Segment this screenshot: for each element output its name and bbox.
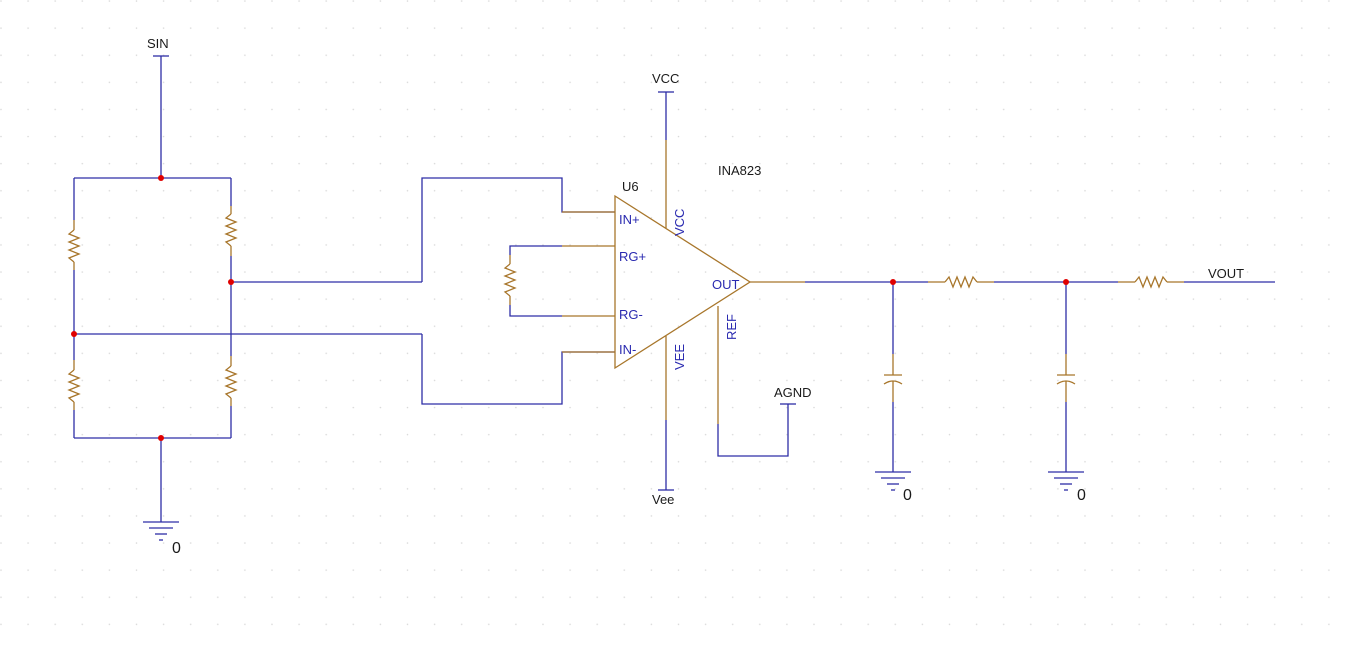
pin-rg-minus-label: RG- <box>619 307 643 322</box>
resistor-gain[interactable] <box>503 255 517 305</box>
resistor-bridge-top-right[interactable] <box>224 206 238 256</box>
resistor-filter-2[interactable] <box>1118 275 1184 289</box>
output-wires <box>805 281 1275 472</box>
resistor-bridge-bottom-right[interactable] <box>224 356 238 406</box>
resistor-filter-1[interactable] <box>928 275 994 289</box>
amplifier-refdes: U6 <box>622 179 639 194</box>
ground-filter-2[interactable]: 0 <box>1048 471 1086 504</box>
ground-filter-1-label: 0 <box>903 487 912 504</box>
junction-filter-1 <box>890 279 896 285</box>
junctions <box>71 175 1069 441</box>
junction-bridge-bottom <box>158 435 164 441</box>
pin-out-label: OUT <box>712 277 740 292</box>
vcc-label: VCC <box>652 71 679 86</box>
amplifier-part: INA823 <box>718 163 761 178</box>
pin-vee-label: VEE <box>672 344 687 370</box>
resistor-bridge-top-left[interactable] <box>67 220 81 270</box>
junction-sin <box>158 175 164 181</box>
pin-in-plus-label: IN+ <box>619 212 640 227</box>
pin-rg-plus-label: RG+ <box>619 249 646 264</box>
vout-label: VOUT <box>1208 266 1244 281</box>
agnd-port[interactable]: AGND <box>717 385 812 457</box>
amplifier-u6[interactable]: U6 INA823 IN+ RG+ RG- IN- OUT VCC VEE RE… <box>562 140 805 424</box>
junction-bridge-left <box>71 331 77 337</box>
ground-filter-1[interactable]: 0 <box>875 471 912 504</box>
pin-ref-label: REF <box>724 314 739 340</box>
capacitor-filter-2[interactable] <box>1056 354 1076 402</box>
ground-filter-2-label: 0 <box>1077 487 1086 504</box>
junction-filter-2 <box>1063 279 1069 285</box>
junction-bridge-right <box>228 279 234 285</box>
resistor-bridge-bottom-left[interactable] <box>67 360 81 410</box>
vee-port[interactable]: Vee <box>652 420 674 507</box>
pin-in-minus-label: IN- <box>619 342 636 357</box>
vee-label: Vee <box>652 492 674 507</box>
pin-vcc-label: VCC <box>672 209 687 236</box>
ground-bridge-label: 0 <box>172 540 181 557</box>
vcc-port[interactable]: VCC <box>652 71 679 140</box>
ground-bridge[interactable]: 0 <box>143 521 181 557</box>
agnd-label: AGND <box>774 385 812 400</box>
bridge-wires <box>73 177 422 522</box>
capacitor-filter-1[interactable] <box>883 354 903 402</box>
sin-label: SIN <box>147 36 169 51</box>
sin-port[interactable]: SIN <box>147 36 169 178</box>
